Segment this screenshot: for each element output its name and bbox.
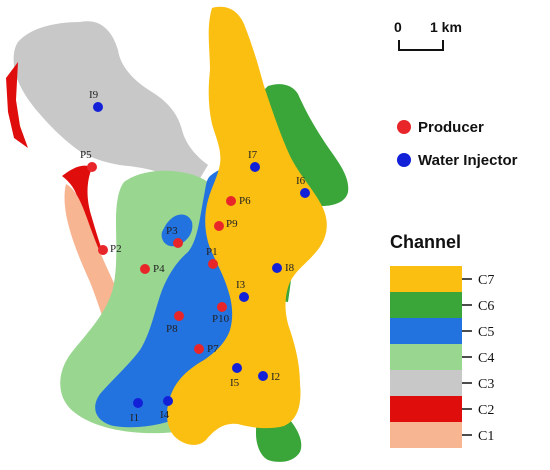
channel-label-c7: C7 [478, 273, 494, 288]
scale-zero-label: 0 [394, 19, 402, 35]
well-i4 [163, 396, 173, 406]
injector-wells [93, 102, 310, 408]
well-p1 [208, 259, 218, 269]
well-legend: Producer Water Injector [397, 119, 518, 169]
channel-label-c2: C2 [478, 403, 494, 418]
label-i9: I9 [89, 89, 99, 101]
well-p10 [217, 302, 227, 312]
well-p3 [173, 238, 183, 248]
channel-swatch-c6 [390, 292, 462, 318]
label-p6: P6 [239, 195, 251, 207]
channel-swatch-c4 [390, 344, 462, 370]
producer-legend-icon [397, 120, 411, 134]
channel-swatch-c5 [390, 318, 462, 344]
producer-legend-label: Producer [418, 119, 484, 136]
channel-label-c6: C6 [478, 299, 494, 314]
producer-wells [87, 162, 236, 354]
channel-label-c5: C5 [478, 325, 494, 340]
well-p6 [226, 196, 236, 206]
channel-c3-area [13, 21, 209, 185]
well-i9 [93, 102, 103, 112]
injector-legend-icon [397, 153, 411, 167]
well-i2 [258, 371, 268, 381]
channel-label-c3: C3 [478, 377, 494, 392]
label-p9: P9 [226, 218, 238, 230]
well-i8 [272, 263, 282, 273]
channel-legend: Channel C7 C6 C5 C4 C3 C2 C1 [390, 232, 494, 448]
well-i7 [250, 162, 260, 172]
label-i2: I2 [271, 371, 280, 383]
well-p9 [214, 221, 224, 231]
channel-c5-area-west [161, 214, 193, 247]
channel-swatch-c3 [390, 370, 462, 396]
channel-c2-area [6, 62, 28, 148]
label-i7: I7 [248, 149, 258, 161]
channel-swatch-c7 [390, 266, 462, 292]
label-p1: P1 [206, 246, 218, 258]
channel-label-c1: C1 [478, 429, 494, 444]
well-p5 [87, 162, 97, 172]
well-i1 [133, 398, 143, 408]
channel-c7-area [167, 6, 327, 445]
well-p2 [98, 245, 108, 255]
label-p10: P10 [212, 313, 230, 325]
scale-distance-label: 1 km [430, 19, 462, 35]
label-p4: P4 [153, 263, 165, 275]
label-p8: P8 [166, 323, 178, 335]
well-p7 [194, 344, 204, 354]
label-i6: I6 [296, 175, 306, 187]
label-i1: I1 [130, 412, 139, 424]
label-p2: P2 [110, 243, 122, 255]
label-p7: P7 [207, 343, 219, 355]
scale-bar: 0 1 km [394, 19, 462, 51]
label-p3: P3 [166, 225, 178, 237]
injector-legend-label: Water Injector [418, 152, 518, 169]
label-i8: I8 [285, 262, 295, 274]
label-p5: P5 [80, 149, 92, 161]
channel-label-c4: C4 [478, 351, 494, 366]
channel-swatch-c1 [390, 422, 462, 448]
well-i5 [232, 363, 242, 373]
well-p8 [174, 311, 184, 321]
channel-swatch-c2 [390, 396, 462, 422]
well-p4 [140, 264, 150, 274]
channel-ticks [462, 278, 472, 436]
scale-line [398, 40, 444, 51]
label-i3: I3 [236, 279, 246, 291]
channel-legend-title: Channel [390, 232, 461, 252]
label-i4: I4 [160, 409, 170, 421]
well-i3 [239, 292, 249, 302]
well-labels: P5 P2 P3 P4 P6 P9 P1 P8 P10 P7 I9 I7 I6 … [80, 89, 306, 424]
label-i5: I5 [230, 377, 240, 389]
well-i6 [300, 188, 310, 198]
